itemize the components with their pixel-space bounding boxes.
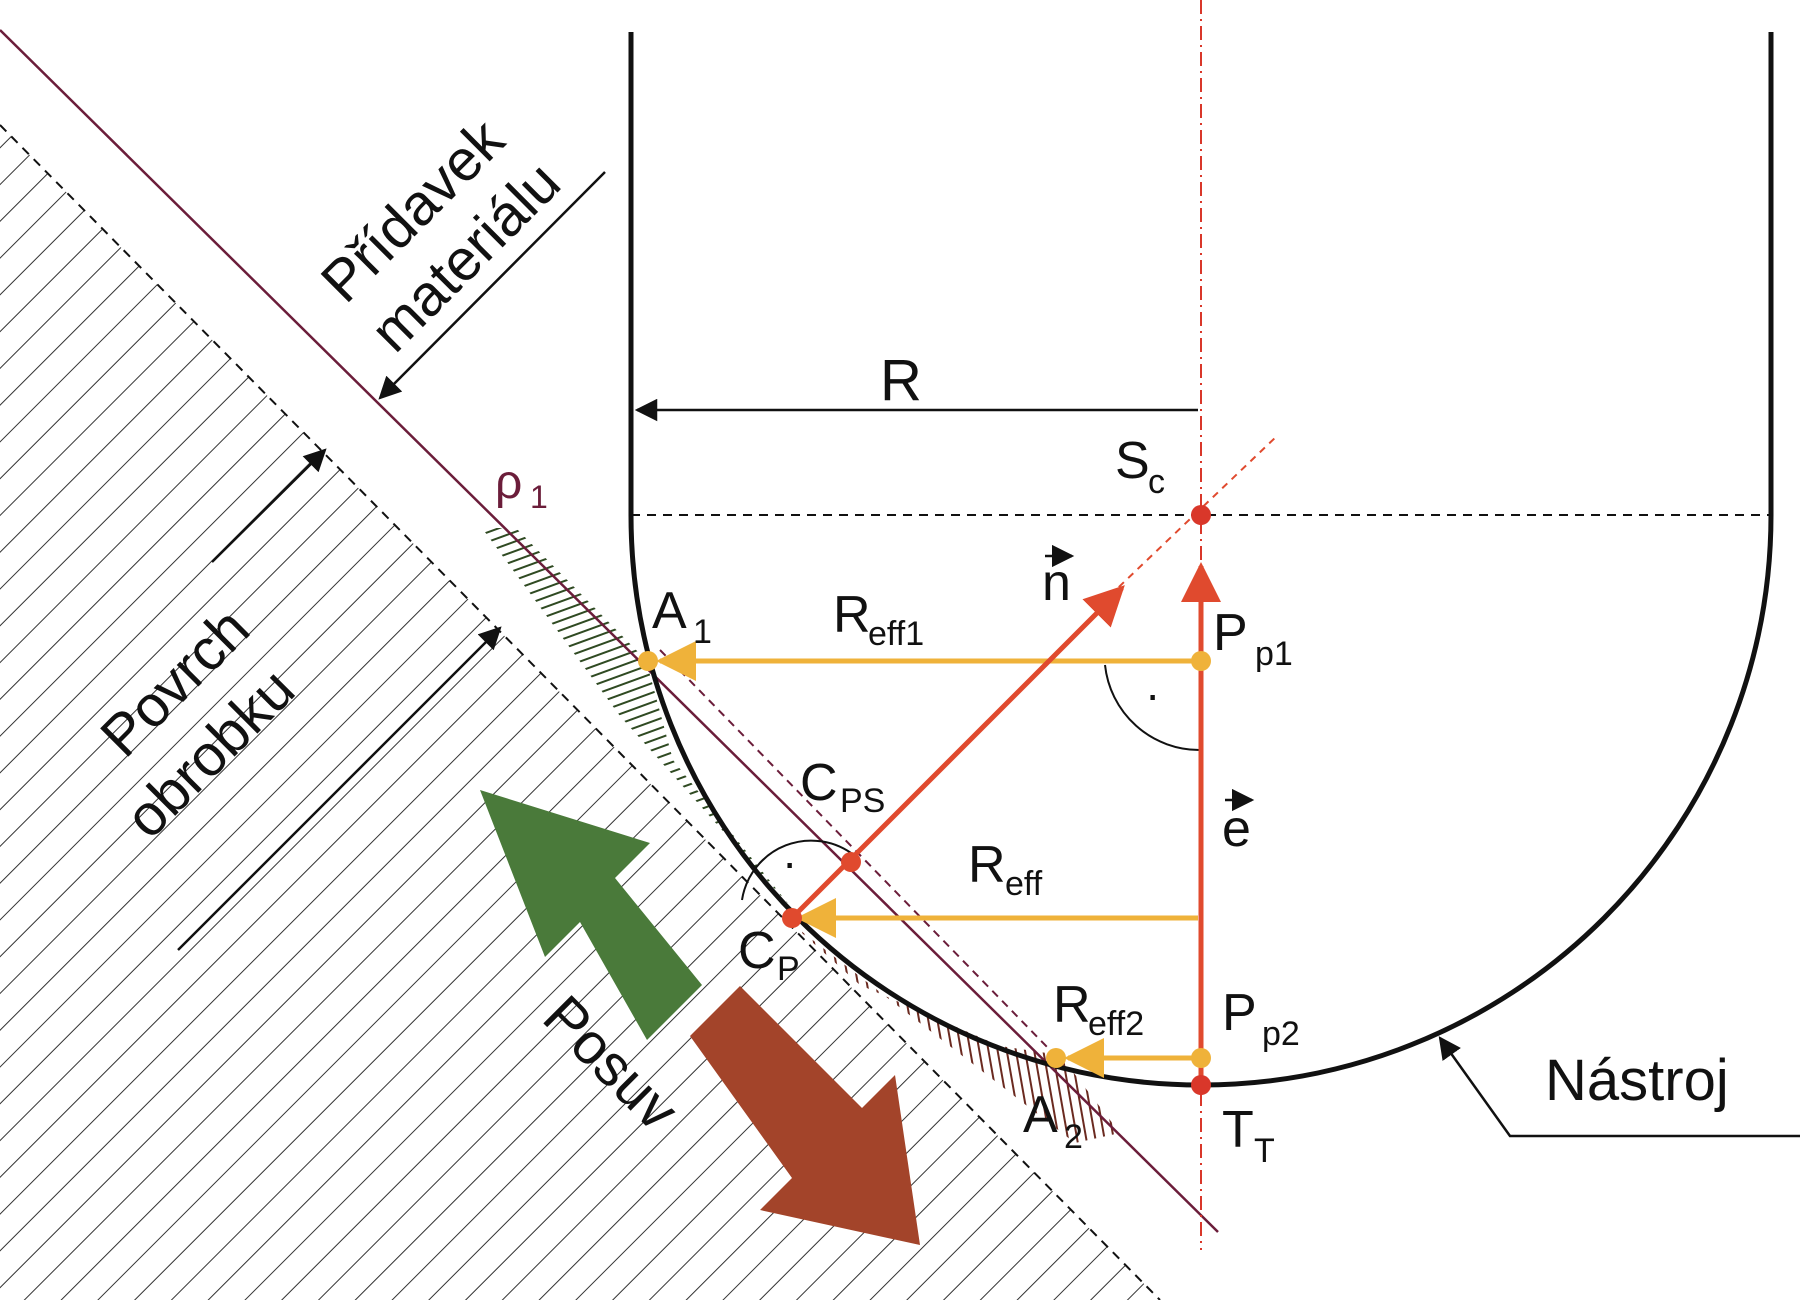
svg-text:eff2: eff2 — [1088, 1005, 1144, 1043]
svg-text:n: n — [1042, 554, 1071, 612]
svg-text:S: S — [1115, 432, 1150, 490]
svg-text:P: P — [1213, 604, 1248, 662]
svg-text:1: 1 — [530, 479, 548, 515]
point-Pp2 — [1191, 1048, 1211, 1068]
allowance-label: Přídavek materiálu — [309, 106, 573, 364]
svg-text:P: P — [1222, 984, 1257, 1042]
svg-text:T: T — [1222, 1101, 1254, 1159]
svg-text:R: R — [833, 586, 871, 644]
feed-arrow-back-icon — [690, 986, 920, 1245]
Pp2-label: P p2 — [1222, 984, 1300, 1053]
svg-text:eff: eff — [1005, 865, 1043, 903]
Reff1-label: R eff1 — [833, 586, 924, 653]
Cp-label: C P — [738, 922, 800, 988]
Tt-label: T T — [1222, 1101, 1275, 1170]
feed-arrow-forward-icon — [480, 790, 702, 1040]
svg-text:1: 1 — [693, 613, 712, 651]
Sc-label: S c — [1115, 432, 1165, 501]
tool-leader-line — [1438, 1036, 1800, 1138]
right-angle-arc-lower — [741, 839, 856, 901]
point-Cp — [782, 908, 802, 928]
tool-label: Nástroj — [1545, 1048, 1729, 1113]
n-vector-label: n — [1042, 544, 1075, 612]
svg-text:A: A — [652, 582, 687, 640]
point-Pp1 — [1191, 651, 1211, 671]
right-angle-dot-lower: · — [782, 836, 797, 888]
svg-text:e: e — [1222, 800, 1251, 858]
svg-text:p1: p1 — [1255, 635, 1293, 673]
workpiece-dashed-boundary — [0, 124, 1161, 1300]
point-Sc — [1191, 505, 1211, 525]
removed-material-bottom-fill — [792, 924, 1120, 1143]
point-Cps — [841, 852, 861, 872]
allowance-leader-line — [378, 171, 606, 400]
svg-text:2: 2 — [1064, 1118, 1083, 1156]
workpiece-surface-line — [0, 29, 1219, 1233]
svg-text:c: c — [1148, 463, 1165, 501]
svg-text:R: R — [968, 836, 1006, 894]
right-angle-dot-upper: · — [1145, 668, 1160, 720]
svg-text:T: T — [1254, 1132, 1275, 1170]
surface-rho1-label: ρ 1 — [495, 456, 548, 515]
Reff-label: R eff — [968, 836, 1043, 903]
A1-label: A 1 — [652, 582, 712, 651]
e-vector-label: e — [1222, 788, 1255, 858]
point-Tt — [1191, 1075, 1211, 1095]
svg-text:C: C — [738, 922, 776, 980]
surface-leader-line — [177, 626, 502, 951]
svg-text:p2: p2 — [1262, 1015, 1300, 1053]
svg-text:eff1: eff1 — [868, 615, 924, 653]
right-angle-arc-upper — [1104, 664, 1201, 752]
svg-text:C: C — [800, 754, 838, 812]
A2-label: A 2 — [1023, 1086, 1083, 1156]
point-A1 — [638, 651, 658, 671]
contact-plane-dashed — [659, 649, 1051, 1051]
svg-text:P: P — [777, 950, 800, 988]
allowance-lower-arrow — [211, 448, 327, 563]
normal-extension-dashed — [1099, 434, 1279, 606]
svg-text:PS: PS — [840, 782, 885, 820]
svg-text:A: A — [1023, 1086, 1058, 1144]
point-A2 — [1046, 1048, 1066, 1068]
svg-text:ρ: ρ — [495, 456, 522, 509]
radius-R-label: R — [880, 348, 922, 413]
Pp1-label: P p1 — [1213, 604, 1293, 673]
Cps-label: C PS — [800, 754, 885, 820]
Reff2-label: R eff2 — [1053, 976, 1144, 1043]
svg-text:R: R — [1053, 976, 1091, 1034]
